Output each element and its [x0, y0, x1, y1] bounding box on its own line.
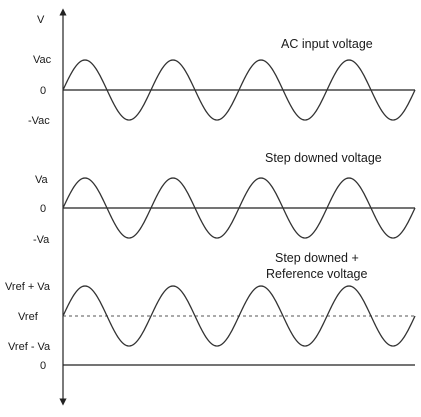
panel-ac-input: AC input voltage Vac 0 -Vac [28, 37, 416, 127]
label-neg-vac: -Vac [28, 115, 50, 127]
panel-title-reference-line1: Step downed + [275, 251, 359, 265]
label-vref: Vref [18, 311, 39, 323]
panel-title-reference-line2: Reference voltage [266, 267, 368, 281]
sine-wave-step-down [62, 177, 416, 239]
sine-wave-ac-input [62, 59, 416, 121]
label-vref-minus-va: Vref - Va [8, 341, 51, 353]
panel-title-ac-input: AC input voltage [281, 37, 373, 51]
label-neg-va: -Va [33, 234, 50, 246]
label-va: Va [35, 174, 49, 186]
label-vref-plus-va: Vref + Va [5, 281, 51, 293]
label-zero-baseline: 0 [40, 360, 46, 372]
label-zero-2: 0 [40, 203, 46, 215]
label-vac: Vac [33, 54, 52, 66]
label-zero-1: 0 [40, 85, 46, 97]
y-axis-label: V [37, 14, 45, 26]
panel-reference: Step downed + Reference voltage Vref + V… [5, 251, 416, 353]
panel-step-down: Step downed voltage Va 0 -Va [33, 151, 416, 246]
sine-wave-reference [62, 285, 416, 347]
panel-title-step-down: Step downed voltage [265, 151, 382, 165]
